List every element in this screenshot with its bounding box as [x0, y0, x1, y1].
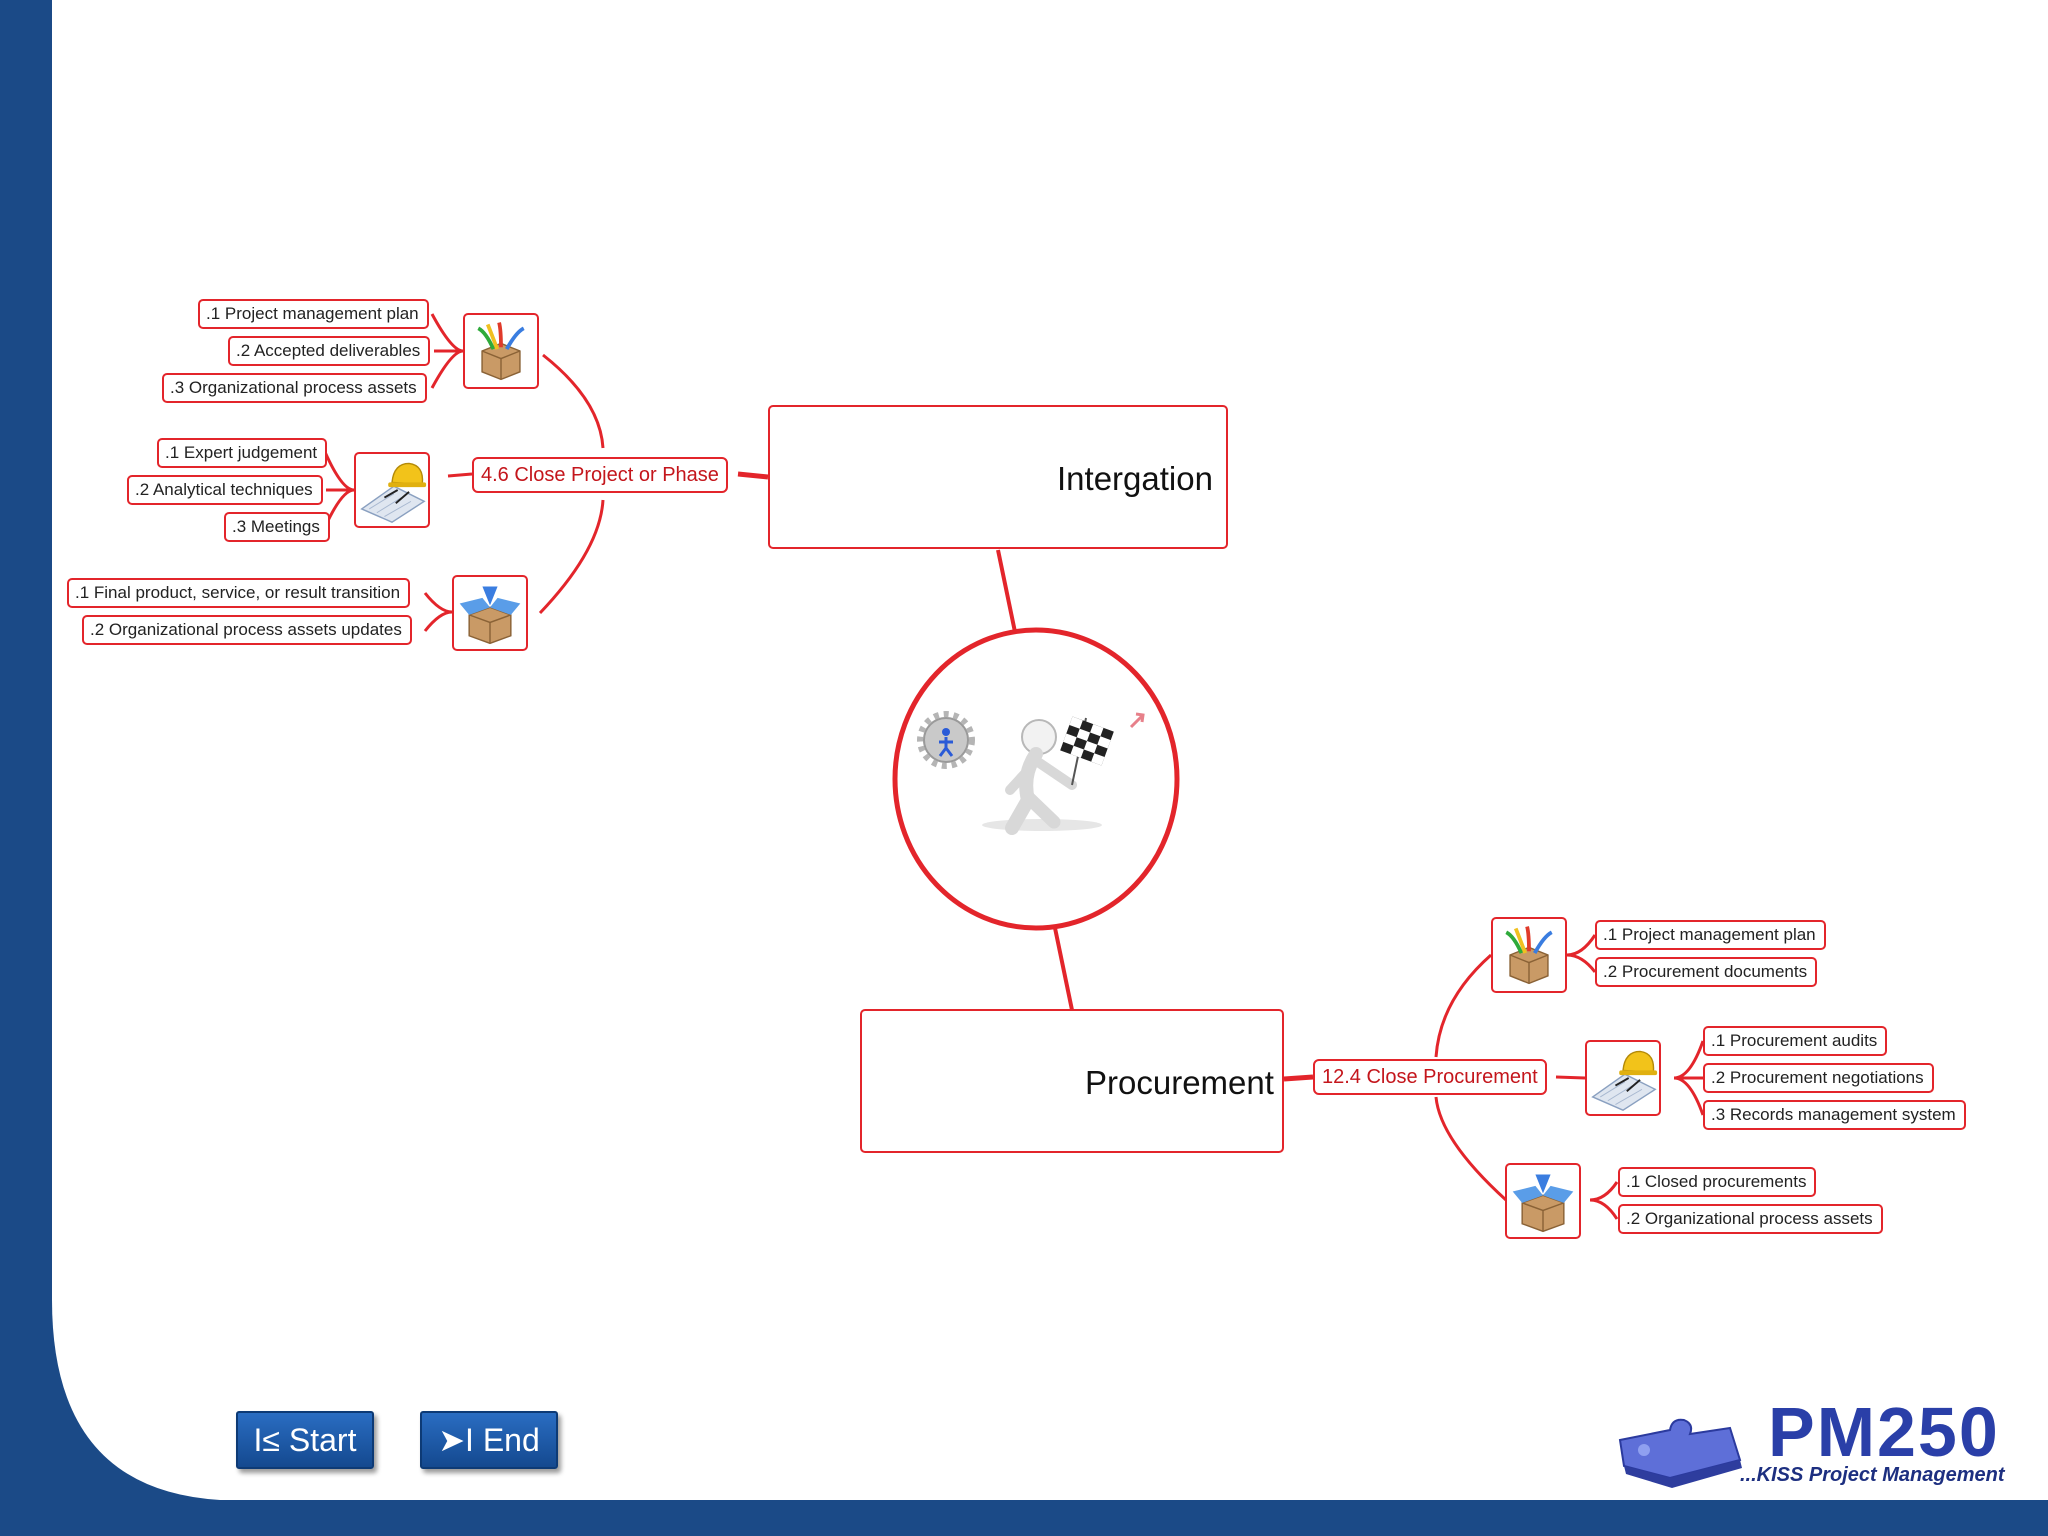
inputs-box-icon — [1505, 926, 1553, 985]
start-button[interactable]: I≤ Start — [236, 1411, 374, 1469]
gear-icon — [917, 711, 975, 769]
logo-name: PM250 — [1768, 1393, 2000, 1471]
integration-area-node[interactable] — [768, 405, 1228, 549]
end-button[interactable]: ➤I End — [420, 1411, 558, 1469]
tools-icon-box — [1585, 1040, 1661, 1116]
inputs-box-icon — [477, 322, 525, 381]
procurement-output-1: .1 Closed procurements — [1618, 1167, 1817, 1197]
inputs-icon-box — [1491, 917, 1567, 993]
integration-input-2: .2 Accepted deliverables — [228, 336, 431, 366]
procurement-tool-1: .1 Procurement audits — [1703, 1026, 1888, 1056]
outputs-box-icon — [459, 586, 521, 645]
process-close-procurement[interactable]: 12.4 Close Procurement — [1313, 1059, 1547, 1095]
procurement-area-title: Procurement — [1085, 1064, 1274, 1101]
procurement-input-2: .2 Procurement documents — [1595, 957, 1818, 987]
center-node — [892, 627, 1180, 931]
tools-icon-box — [354, 452, 430, 528]
integration-input-1: .1 Project management plan — [198, 299, 429, 329]
integration-tool-1: .1 Expert judgement — [157, 438, 328, 468]
tools-hardhat-icon — [1591, 1050, 1658, 1112]
inputs-icon-box — [463, 313, 539, 389]
integration-output-1: .1 Final product, service, or result tra… — [67, 578, 411, 608]
integration-output-2: .2 Organizational process assets updates — [82, 615, 412, 645]
puzzle-logo-icon — [1618, 1418, 1742, 1488]
outputs-box-icon — [1512, 1174, 1574, 1233]
integration-tool-3: .3 Meetings — [224, 512, 330, 542]
tools-hardhat-icon — [360, 462, 427, 524]
runner-flag-icon — [982, 716, 1114, 835]
procurement-area-node[interactable] — [860, 1009, 1284, 1153]
integration-tool-2: .2 Analytical techniques — [127, 475, 323, 505]
integration-input-3: .3 Organizational process assets — [162, 373, 427, 403]
procurement-tool-3: .3 Records management system — [1703, 1100, 1966, 1130]
process-close-project-or-phase[interactable]: 4.6 Close Project or Phase — [472, 457, 728, 493]
procurement-tool-2: .2 Procurement negotiations — [1703, 1063, 1934, 1093]
outputs-icon-box — [452, 575, 528, 651]
procurement-input-1: .1 Project management plan — [1595, 920, 1826, 950]
outputs-icon-box — [1505, 1163, 1581, 1239]
integration-area-title: Intergation — [1057, 460, 1213, 497]
procurement-output-2: .2 Organizational process assets — [1618, 1204, 1883, 1234]
link-arrow-icon — [1129, 712, 1145, 729]
logo-tagline: ...KISS Project Management — [1740, 1464, 2005, 1486]
